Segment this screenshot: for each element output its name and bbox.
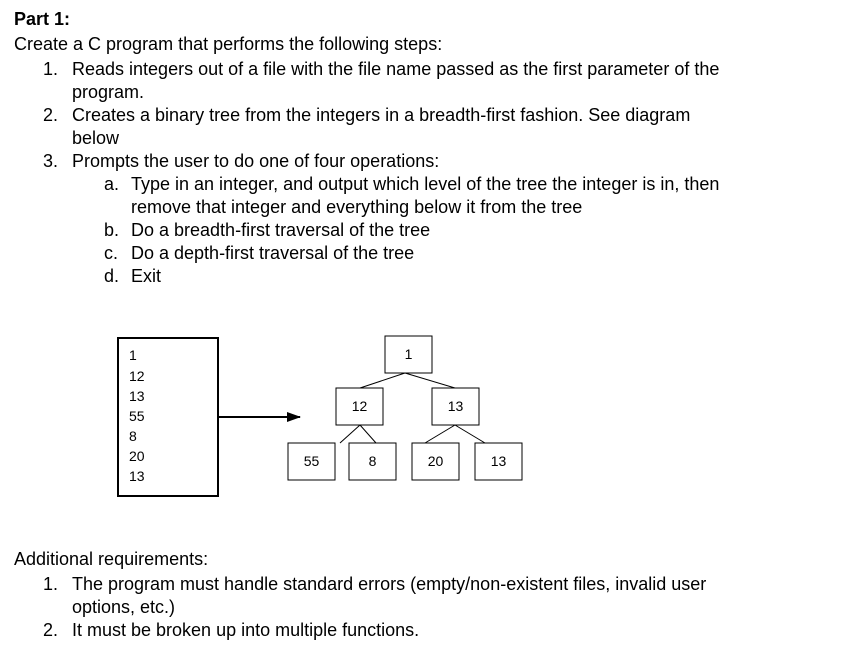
additional-1-line-2: options, etc.) xyxy=(72,597,176,617)
step-3-number: 3. xyxy=(43,151,59,171)
substep-a-line-1: Type in an integer, and output which lev… xyxy=(131,174,720,194)
tree-node-level3-1 xyxy=(287,442,336,481)
additional-2-line-1: It must be broken up into multiple funct… xyxy=(72,620,420,640)
step-1-number: 1. xyxy=(43,59,59,79)
tree-node-level3-3 xyxy=(411,442,460,481)
step-1-line-1: Reads integers out of a file with the fi… xyxy=(72,59,720,79)
tree-node-level3-2 xyxy=(348,442,397,481)
substep-c-line-1: Do a depth-first traversal of the tree xyxy=(131,243,415,263)
additional-1-number: 1. xyxy=(43,574,59,594)
substep-b-letter: b. xyxy=(104,220,120,240)
edge-root-left xyxy=(359,372,406,389)
step-3-line-1: Prompts the user to do one of four opera… xyxy=(72,151,440,171)
tree-node-level2-left-label: 12 xyxy=(352,398,368,414)
tree-node-level3-2-label: 8 xyxy=(369,453,377,469)
tree-node-root-label: 1 xyxy=(405,346,413,362)
tree-node-level2-right-label: 13 xyxy=(448,398,464,414)
additional-2-number: 2. xyxy=(43,620,59,640)
tree-node-level3-3-label: 20 xyxy=(428,453,444,469)
tree-node-level2-left xyxy=(335,387,384,426)
substep-c-letter: c. xyxy=(104,243,119,263)
substep-d-line-1: Exit xyxy=(131,266,162,286)
step-2-line-2: below xyxy=(72,128,120,148)
substep-b-line-1: Do a breadth-first traversal of the tree xyxy=(131,220,431,240)
file-value-6: 20 xyxy=(129,448,145,464)
additional-title: Additional requirements: xyxy=(14,549,209,569)
substep-a-letter: a. xyxy=(104,174,120,194)
additional-1-line-1: The program must handle standard errors … xyxy=(72,574,707,594)
file-value-4: 55 xyxy=(129,408,145,424)
file-value-5: 8 xyxy=(129,428,137,444)
file-value-2: 12 xyxy=(129,368,145,384)
substep-d-letter: d. xyxy=(104,266,120,286)
tree-node-root xyxy=(384,335,433,374)
file-value-7: 13 xyxy=(129,468,145,484)
tree-node-level2-right xyxy=(431,387,480,426)
edge-13-right xyxy=(454,424,486,444)
edge-13-left xyxy=(424,424,456,444)
file-value-3: 13 xyxy=(129,388,145,404)
tree-node-level3-4-label: 13 xyxy=(491,453,507,469)
step-2-line-1: Creates a binary tree from the integers … xyxy=(72,105,691,125)
part-title: Part 1: xyxy=(14,9,71,29)
step-2-number: 2. xyxy=(43,105,59,125)
file-value-1: 1 xyxy=(129,347,137,363)
substep-a-line-2: remove that integer and everything below… xyxy=(131,197,583,217)
edge-root-right xyxy=(404,372,456,389)
intro-text: Create a C program that performs the fol… xyxy=(14,34,443,54)
edge-12-left xyxy=(339,424,361,444)
step-1-line-2: program. xyxy=(72,82,145,102)
tree-node-level3-1-label: 55 xyxy=(304,453,320,469)
tree-node-level3-4 xyxy=(474,442,523,481)
edge-12-right xyxy=(359,424,377,444)
